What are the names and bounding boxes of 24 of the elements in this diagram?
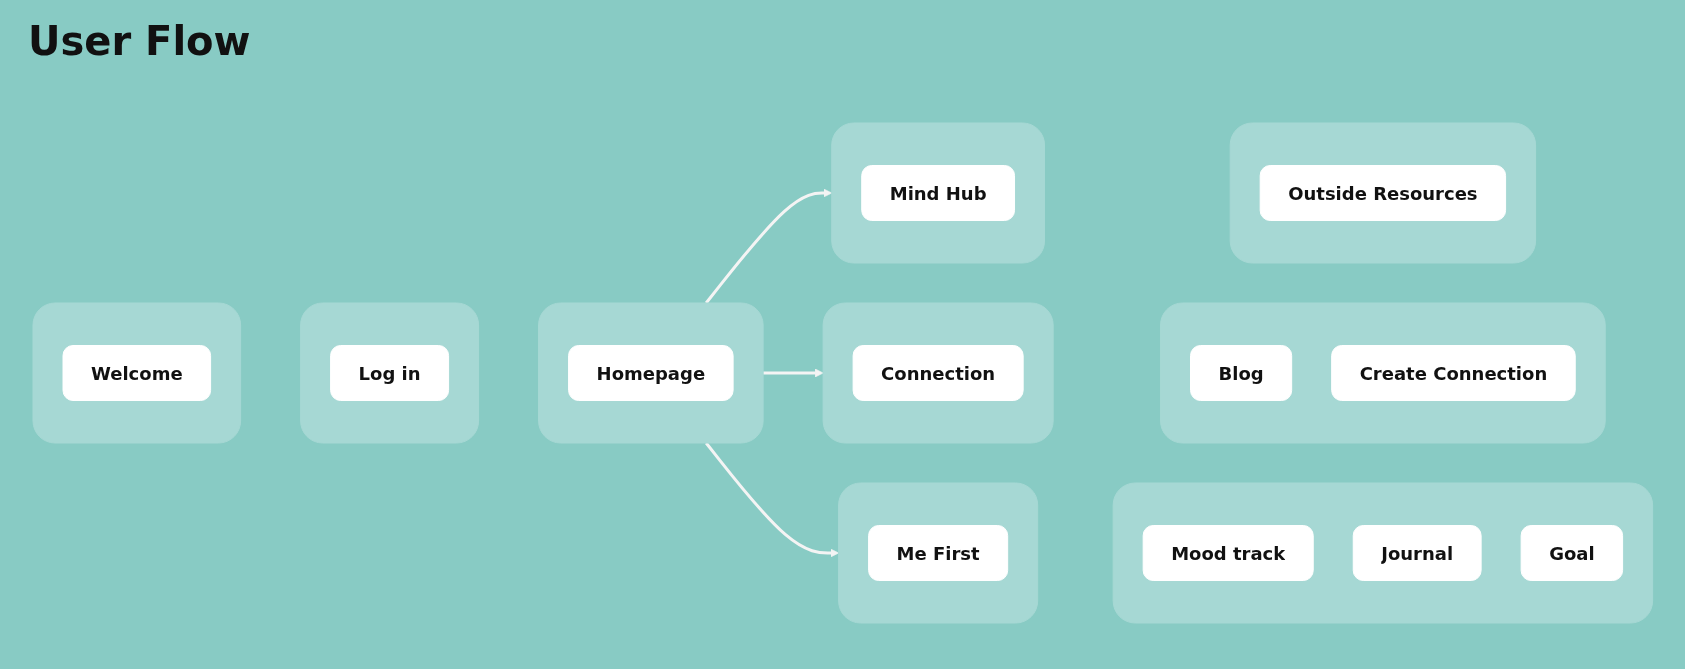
node-box: Blog: [1189, 344, 1292, 401]
arrow: [704, 188, 832, 304]
node-box: Connection: [852, 344, 1024, 401]
node-box: Welcome: [62, 344, 211, 401]
cluster: [822, 302, 1054, 443]
node-box: Create Connection: [1330, 344, 1576, 401]
node-box: Mind Hub: [860, 164, 1015, 221]
cluster: [299, 302, 479, 443]
arrow: [704, 441, 839, 557]
node-box: Homepage: [567, 344, 734, 401]
node-box: Me First: [867, 524, 1008, 581]
diagram-title: User Flow: [28, 18, 251, 64]
node-box: Outside Resources: [1259, 164, 1506, 221]
cluster: [1112, 482, 1653, 623]
node-box: Mood track: [1142, 524, 1314, 581]
cluster: [32, 302, 241, 443]
cluster: [537, 302, 764, 443]
node-box: Log in: [329, 344, 449, 401]
cluster: [1159, 302, 1606, 443]
arrow: [762, 368, 824, 377]
cluster: [1229, 122, 1536, 263]
cluster: [837, 482, 1038, 623]
node-box: Goal: [1520, 524, 1623, 581]
cluster: [830, 122, 1045, 263]
